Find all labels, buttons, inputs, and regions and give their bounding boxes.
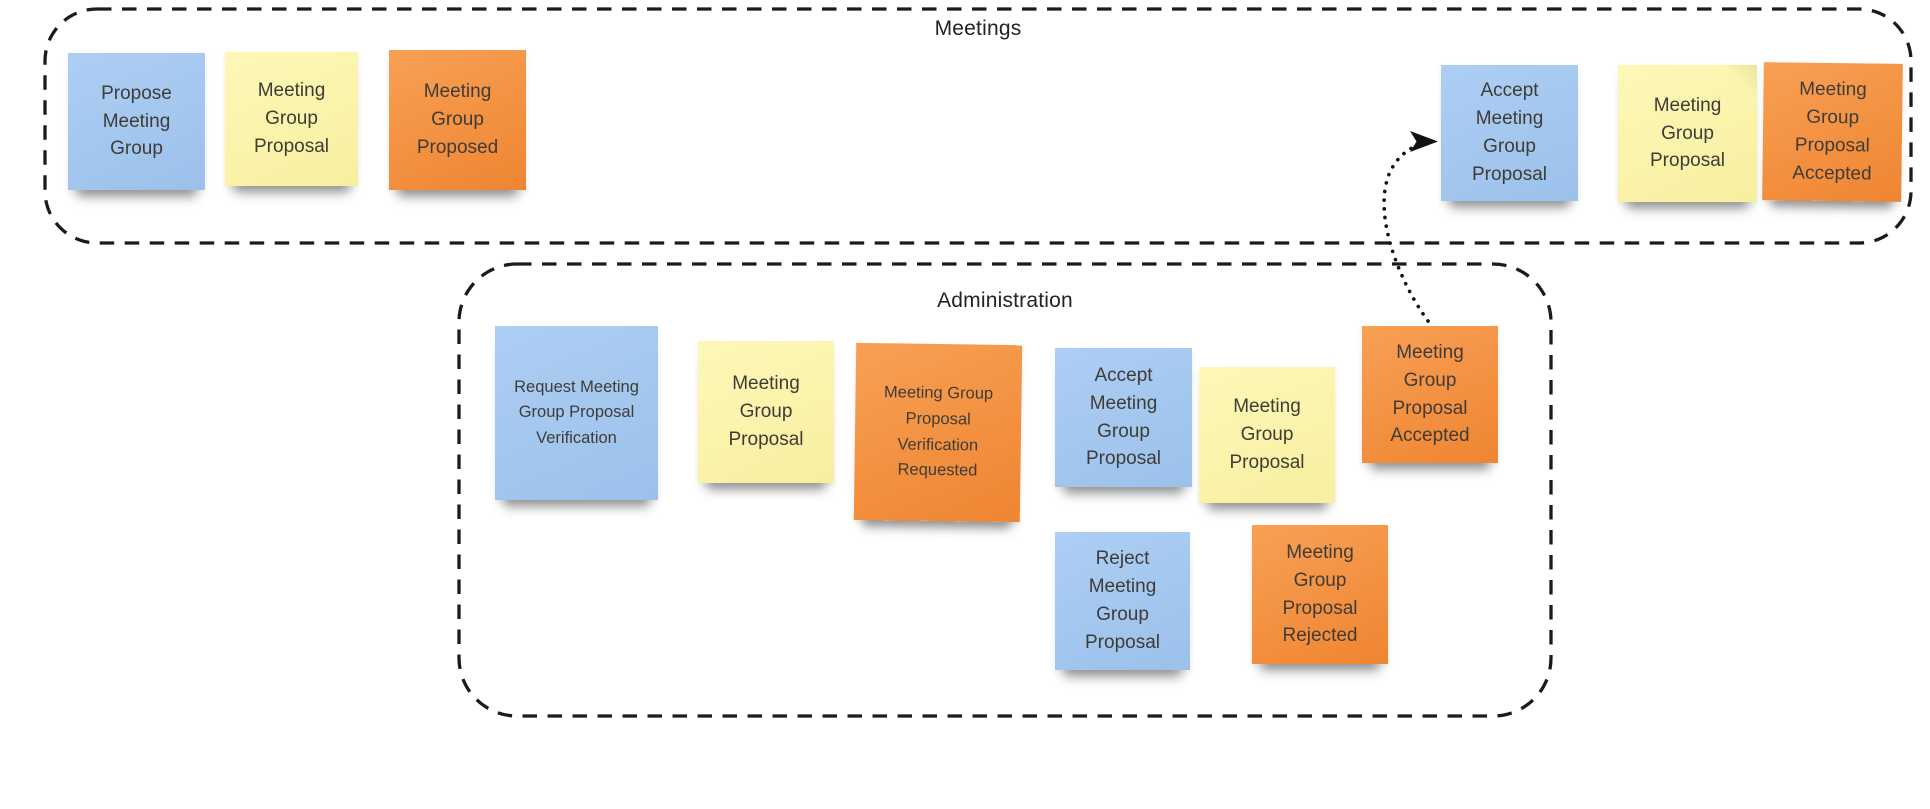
sticky-note-text: Meeting Group Proposal Verification Requ… (883, 383, 994, 480)
sticky-note-meeting-group-proposal-3[interactable]: Meeting Group Proposal (698, 341, 834, 483)
sticky-note-text: Meeting Group Proposal (254, 80, 329, 157)
sticky-note-text: Accept Meeting Group Proposal (1086, 364, 1161, 470)
sticky-note-meeting-group-proposal-2[interactable]: Meeting Group Proposal (1618, 65, 1757, 202)
sticky-note-meeting-group-proposal-accepted-meetings[interactable]: Meeting Group Proposal Accepted (1762, 62, 1903, 202)
sticky-note-text: Meeting Group Proposed (416, 81, 499, 158)
sticky-note-text: Meeting Group Proposal Accepted (1792, 78, 1872, 185)
sticky-note-propose-meeting-group[interactable]: Propose Meeting Group (68, 53, 205, 190)
frame-administration-label: Administration (937, 289, 1073, 312)
sticky-note-reject-meeting-group-proposal[interactable]: Reject Meeting Group Proposal (1055, 532, 1190, 670)
sticky-note-meeting-group-proposed[interactable]: Meeting Group Proposed (389, 50, 526, 190)
frame-meetings-label: Meetings (934, 17, 1022, 40)
sticky-note-text: Meeting Group Proposal Rejected (1282, 541, 1358, 647)
sticky-note-meeting-group-proposal-verification-requested[interactable]: Meeting Group Proposal Verification Requ… (853, 342, 1023, 523)
sticky-note-text: Meeting Group Proposal (728, 373, 804, 450)
sticky-note-accept-meeting-group-proposal-administration[interactable]: Accept Meeting Group Proposal (1055, 348, 1192, 487)
sticky-note-meeting-group-proposal-accepted-administration[interactable]: Meeting Group Proposal Accepted (1362, 326, 1498, 463)
sticky-note-meeting-group-proposal-rejected[interactable]: Meeting Group Proposal Rejected (1252, 525, 1388, 664)
sticky-note-text: Meeting Group Proposal (1229, 396, 1305, 473)
frame-administration-border[interactable] (457, 262, 1553, 718)
sticky-note-meeting-group-proposal-4[interactable]: Meeting Group Proposal (1199, 367, 1335, 503)
sticky-note-text: Reject Meeting Group Proposal (1085, 548, 1160, 653)
sticky-note-text: Meeting Group Proposal (1650, 94, 1725, 172)
sticky-note-text: Propose Meeting Group (101, 82, 172, 160)
sticky-note-text: Accept Meeting Group Proposal (1472, 80, 1547, 185)
sticky-note-text: Meeting Group Proposal Accepted (1390, 341, 1470, 447)
connector-dotted-arrow[interactable] (1382, 131, 1438, 323)
frame-meetings-border[interactable] (43, 7, 1913, 245)
sticky-note-text: Request Meeting Group Proposal Verificat… (514, 377, 639, 447)
sticky-note-request-meeting-group-proposal-verification[interactable]: Request Meeting Group Proposal Verificat… (495, 326, 658, 500)
arrowhead-icon (1410, 131, 1438, 152)
sticky-note-accept-meeting-group-proposal-meetings[interactable]: Accept Meeting Group Proposal (1441, 65, 1578, 201)
sticky-note-meeting-group-proposal-1[interactable]: Meeting Group Proposal (225, 52, 358, 186)
